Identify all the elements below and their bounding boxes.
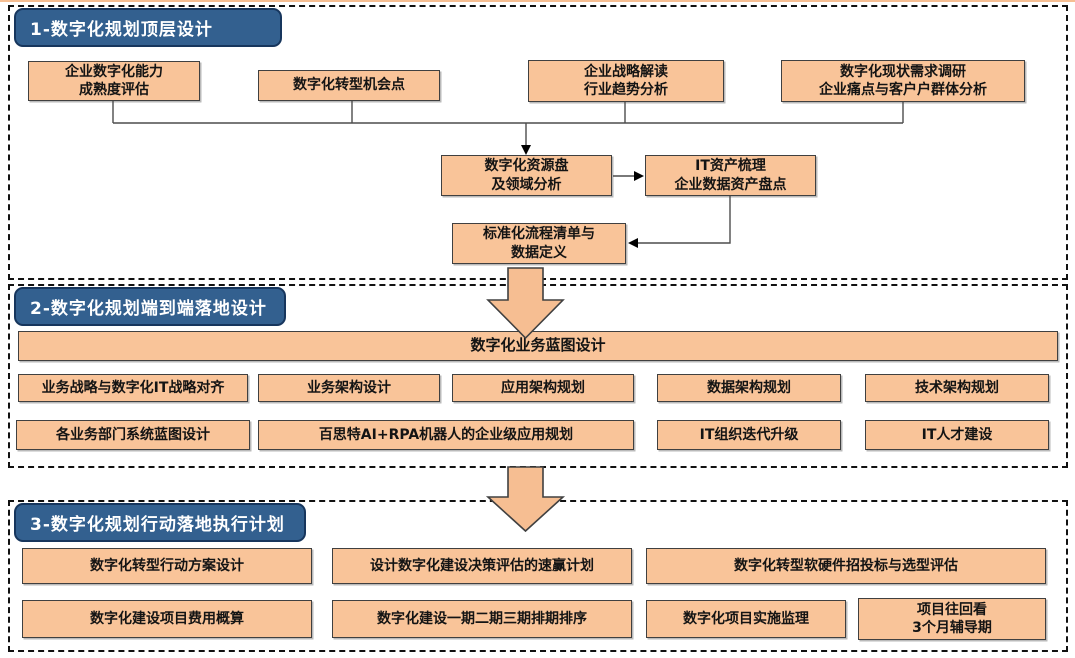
box-it-asset-sorting: IT资产梳理 企业数据资产盘点 [645, 155, 816, 196]
box-bidding-selection-evaluation: 数字化转型软硬件招投标与选型评估 [646, 548, 1046, 584]
box-it-talent-building: IT人才建设 [865, 420, 1049, 450]
banner-business-blueprint: 数字化业务蓝图设计 [18, 331, 1058, 361]
box-quick-win-plan: 设计数字化建设决策评估的速赢计划 [332, 548, 632, 584]
box-digital-resource-inventory: 数字化资源盘 及领域分析 [441, 155, 612, 196]
box-current-state-research: 数字化现状需求调研 企业痛点与客户户群体分析 [781, 60, 1025, 102]
box-standardized-process-list: 标准化流程清单与 数据定义 [452, 223, 626, 264]
box-project-review-coaching: 项目往回看 3个月辅导期 [858, 598, 1046, 640]
box-action-plan-design: 数字化转型行动方案设计 [22, 548, 312, 584]
box-strategy-interpretation: 企业战略解读 行业趋势分析 [528, 60, 724, 102]
box-data-architecture: 数据架构规划 [657, 374, 841, 402]
box-project-cost-estimate: 数字化建设项目费用概算 [22, 600, 312, 638]
section2-header: 2-数字化规划端到端落地设计 [14, 287, 286, 326]
box-phase-scheduling: 数字化建设一期二期三期排期排序 [332, 600, 632, 638]
section1-header: 1-数字化规划顶层设计 [14, 8, 282, 47]
section1-title: 1-数字化规划顶层设计 [30, 20, 213, 40]
box-it-org-upgrade: IT组织迭代升级 [657, 420, 841, 450]
section3-title: 3-数字化规划行动落地执行计划 [30, 515, 285, 535]
top-border-strip [0, 0, 1075, 2]
box-department-blueprint: 各业务部门系统蓝图设计 [16, 420, 250, 450]
box-business-architecture: 业务架构设计 [258, 374, 440, 402]
box-technical-architecture: 技术架构规划 [865, 374, 1049, 402]
section3-header: 3-数字化规划行动落地执行计划 [14, 503, 306, 542]
box-implementation-supervision: 数字化项目实施监理 [646, 600, 846, 638]
box-transformation-opportunities: 数字化转型机会点 [258, 70, 440, 101]
section2-title: 2-数字化规划端到端落地设计 [30, 299, 267, 319]
box-ai-rpa-application-planning: 百思特AI+RPA机器人的企业级应用规划 [258, 420, 634, 450]
box-strategy-alignment: 业务战略与数字化IT战略对齐 [18, 374, 248, 402]
box-capability-maturity: 企业数字化能力 成熟度评估 [28, 61, 200, 101]
box-application-architecture: 应用架构规划 [452, 374, 634, 402]
